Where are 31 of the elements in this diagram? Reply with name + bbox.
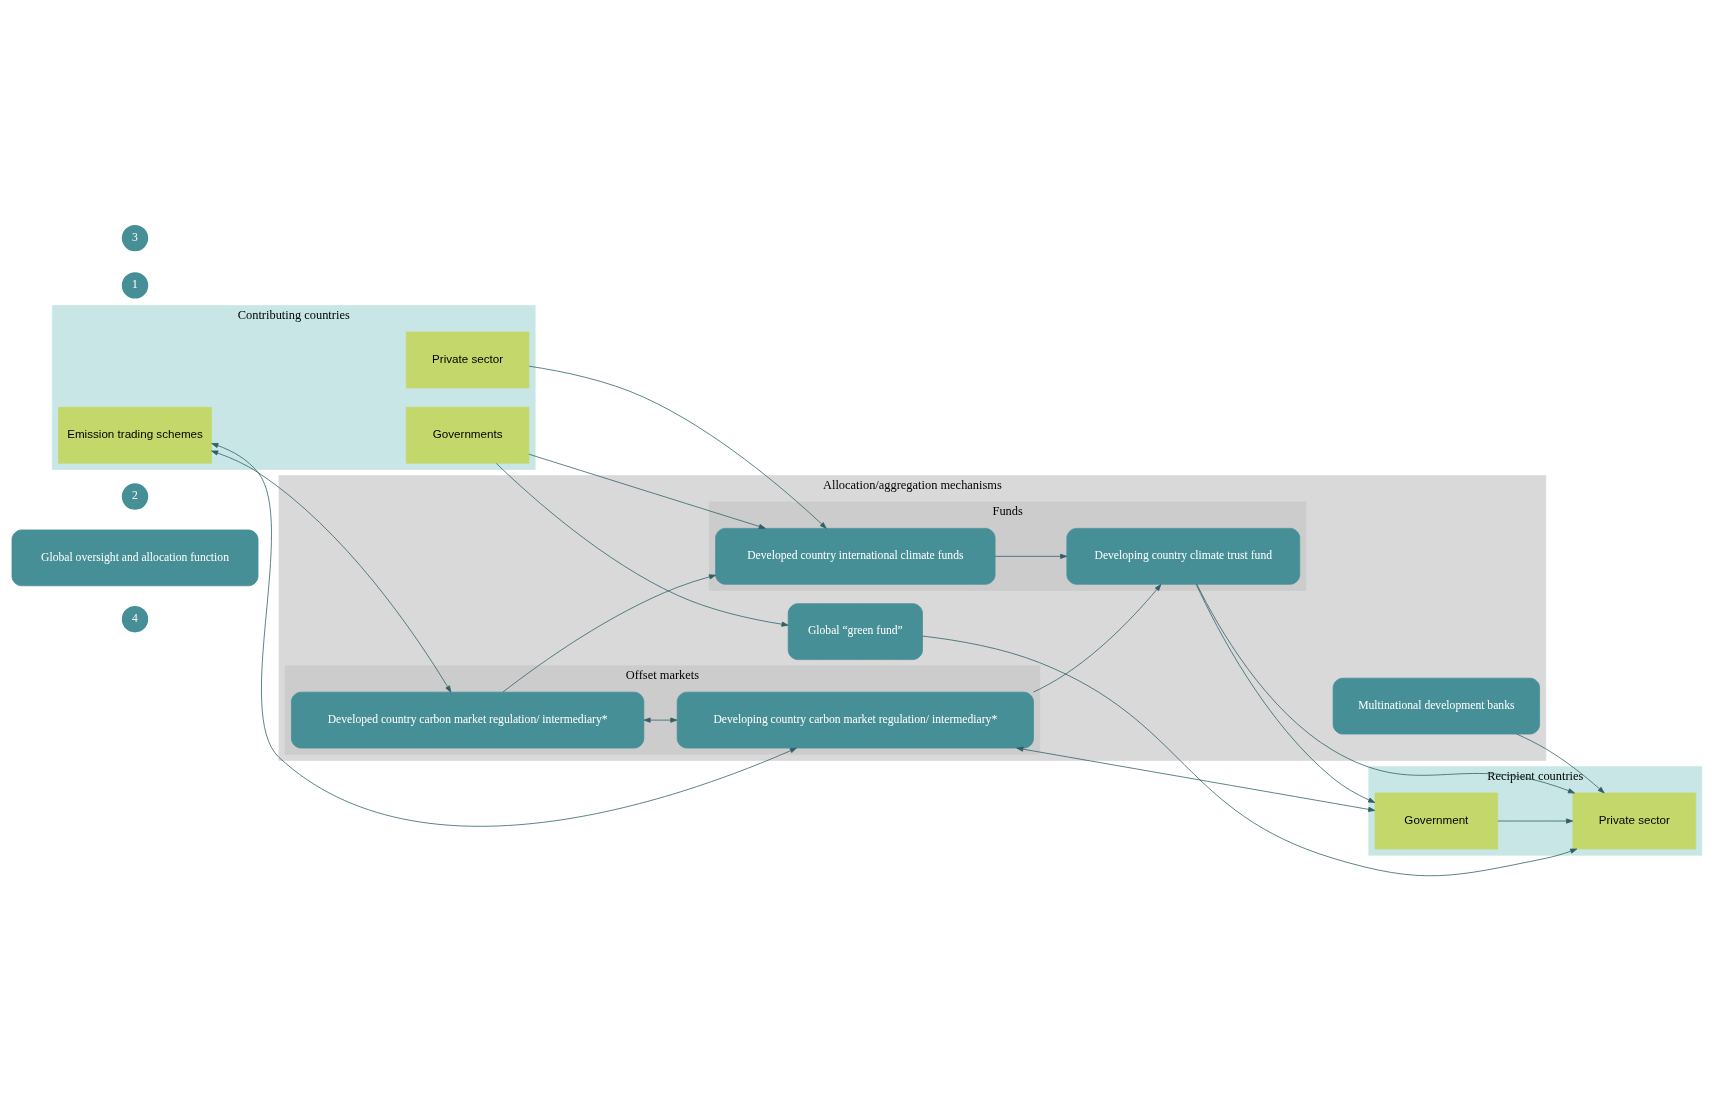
node-box: Government	[1374, 792, 1499, 849]
arrow	[211, 450, 452, 693]
node-box: Emission trading schemes	[58, 406, 212, 464]
arrow	[528, 365, 827, 529]
node-circle: 2	[120, 481, 150, 511]
arrow	[1032, 583, 1162, 692]
arrow	[528, 453, 766, 529]
arrow	[496, 462, 789, 627]
node-box: Private sector	[405, 331, 530, 388]
node-box: Global “green fund”	[787, 602, 923, 660]
arrow	[994, 553, 1068, 559]
node-box: Developed country carbon market regulation/ intermediary*	[291, 691, 645, 748]
arrow	[1516, 733, 1605, 793]
arrow	[502, 573, 716, 692]
node-box: Private sector	[1572, 792, 1696, 849]
node-box: Global oversight and allocation function	[11, 529, 259, 586]
arrow	[1196, 583, 1575, 793]
node-circle: 3	[120, 222, 150, 253]
node-box: Developing country carbon market regulation/ intermediary*	[676, 691, 1034, 748]
arrow	[1195, 583, 1376, 803]
node-box: Developing country climate trust fund	[1066, 527, 1301, 585]
node-box: Governments	[405, 406, 530, 464]
node-box: Developed country international climate funds	[715, 527, 996, 585]
arrow	[922, 635, 1578, 876]
arrow	[211, 442, 797, 826]
arrow	[1497, 817, 1574, 824]
arrow	[1016, 746, 1376, 812]
node-box: Multinational development banks	[1332, 677, 1540, 734]
node-circle: 4	[120, 603, 150, 634]
node-circle: 1	[120, 270, 150, 300]
arrow	[643, 717, 678, 723]
